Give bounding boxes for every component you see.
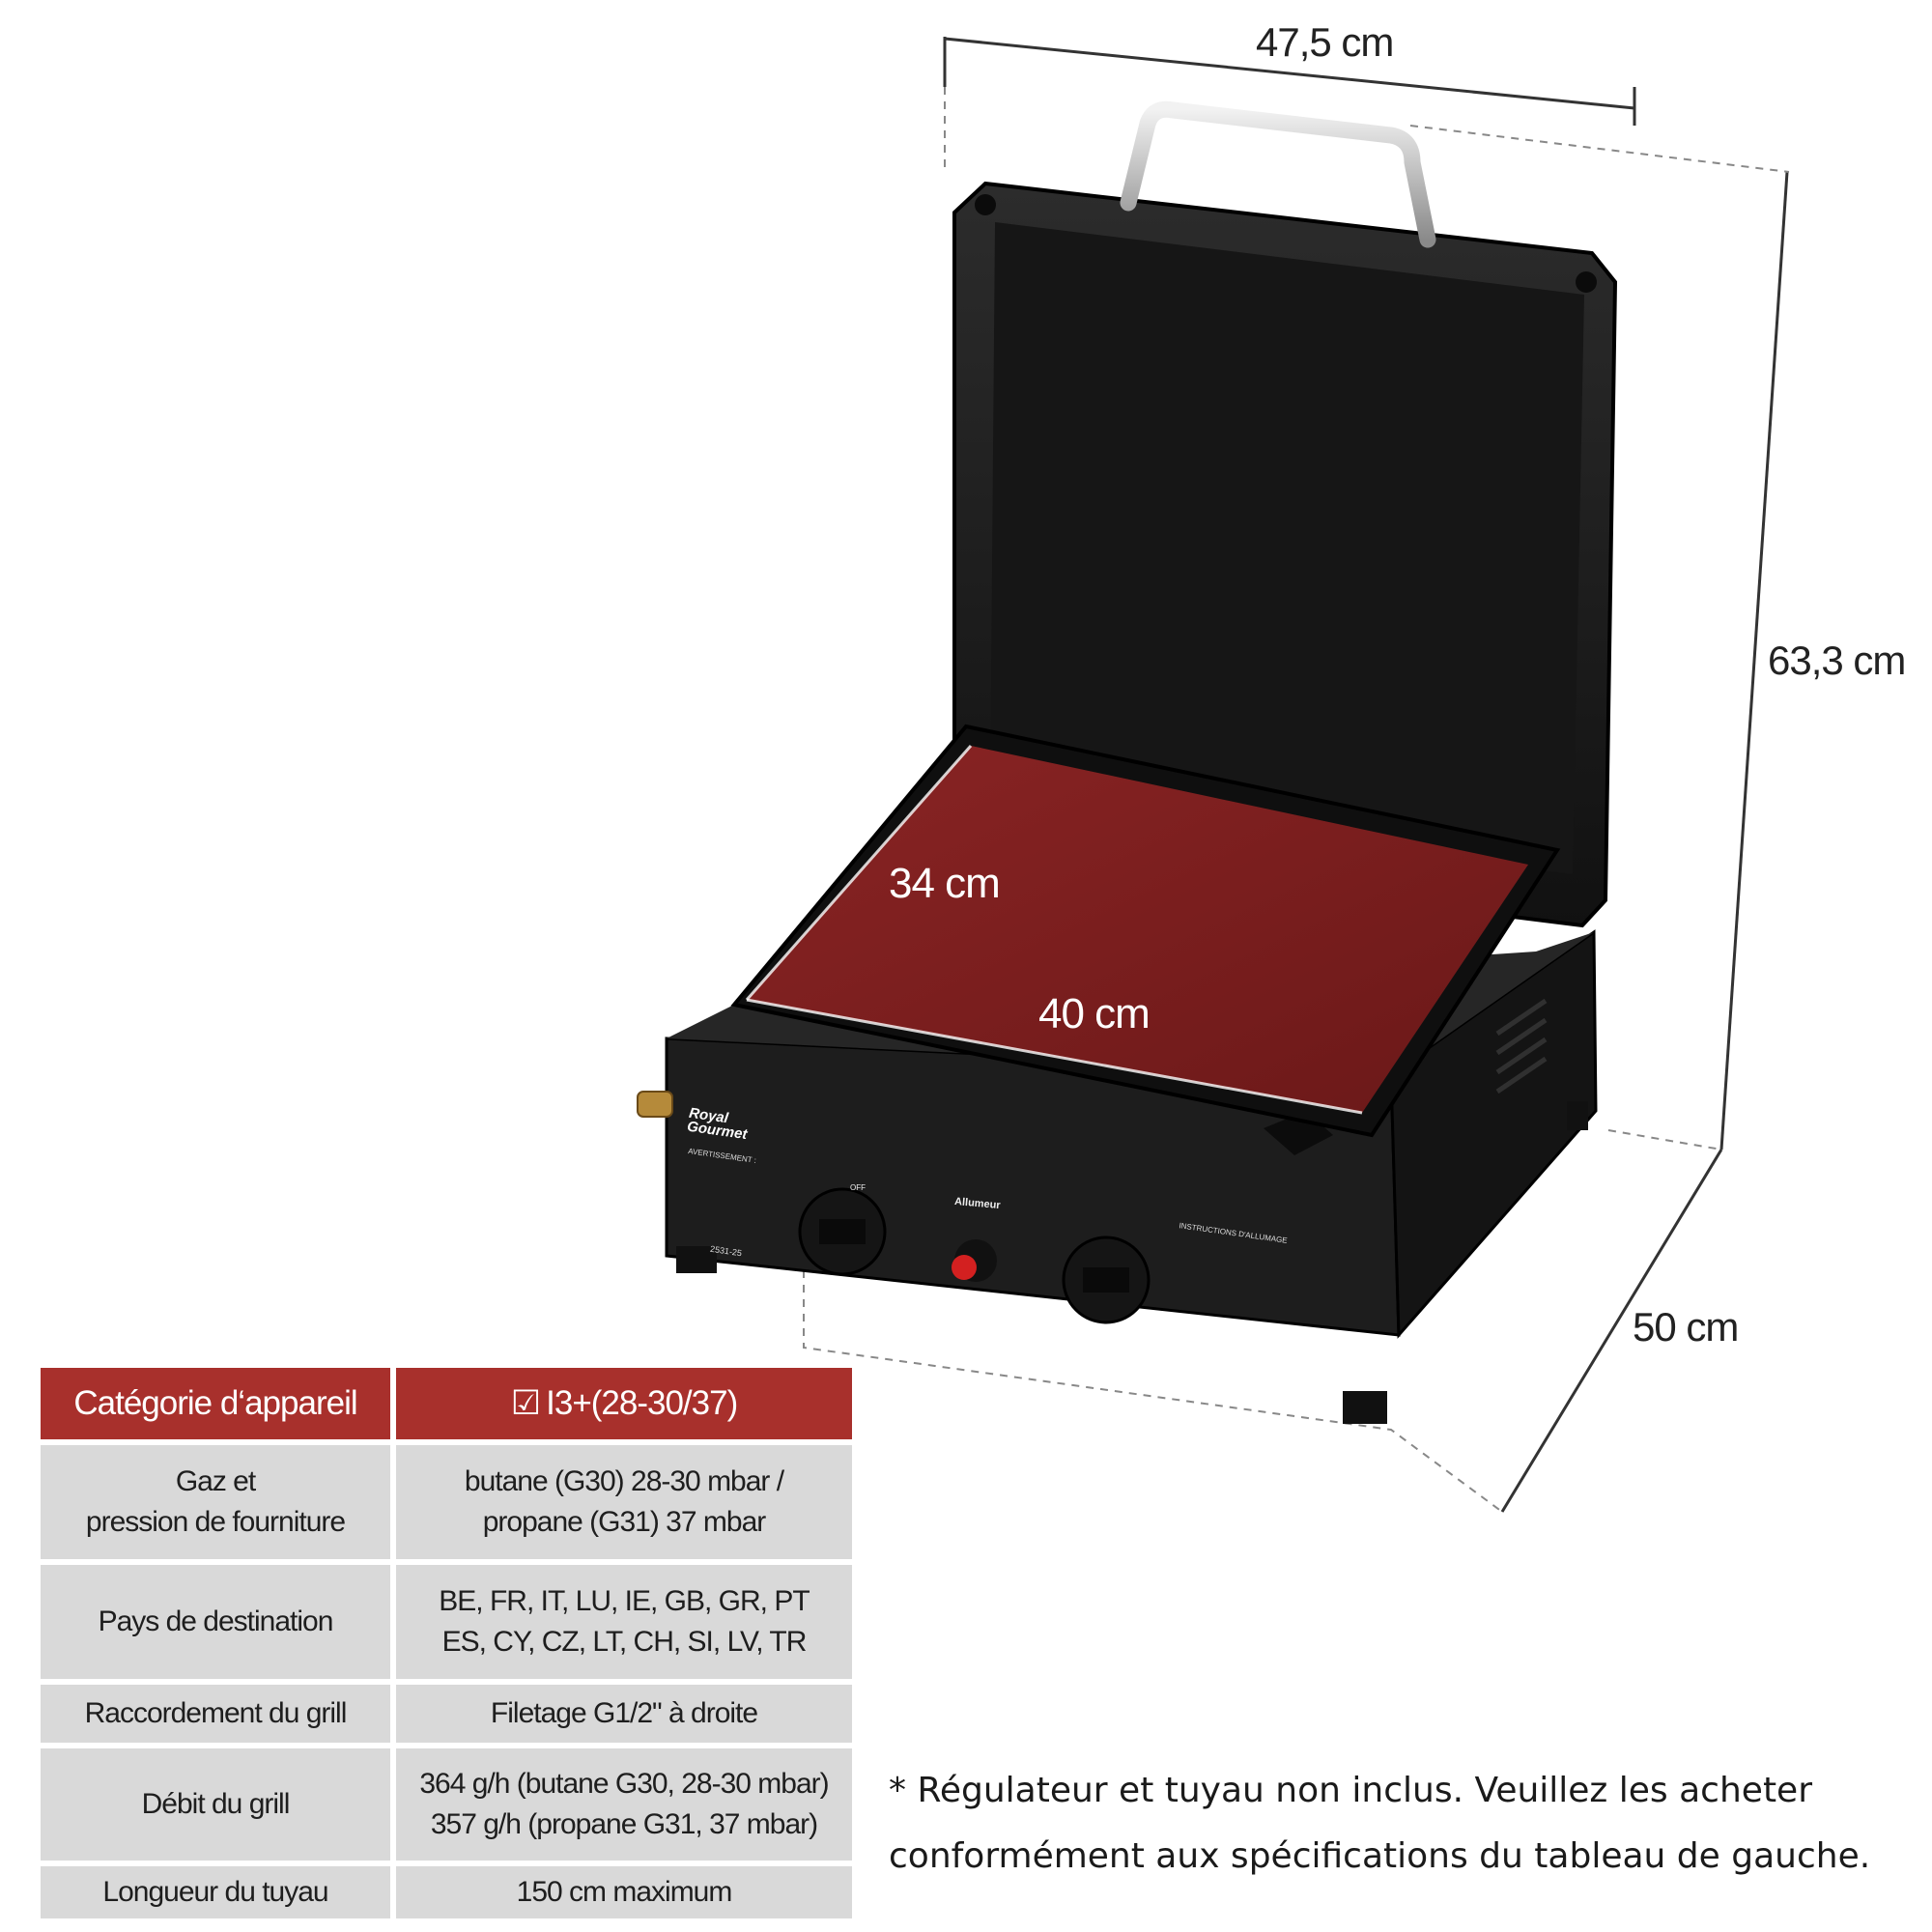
knob-off-label: OFF bbox=[850, 1183, 866, 1192]
plate-depth-label: 34 cm bbox=[889, 860, 1001, 907]
header-category-value: ☑I3+(28-30/37) bbox=[396, 1368, 852, 1439]
row-label-connection: Raccordement du grill bbox=[41, 1685, 390, 1743]
guide-lines bbox=[803, 87, 1790, 1513]
row-label-flow: Débit du grill bbox=[41, 1748, 390, 1861]
plate-width-label: 40 cm bbox=[1038, 990, 1151, 1037]
row-value-flow: 364 g/h (butane G30, 28-30 mbar) 357 g/h… bbox=[396, 1748, 852, 1861]
width-dimension-label: 47,5 cm bbox=[1256, 19, 1394, 65]
griddle-plate bbox=[730, 724, 1561, 1138]
category-value: I3+(28-30/37) bbox=[546, 1384, 738, 1422]
row-value-connection: Filetage G1/2" à droite bbox=[396, 1685, 852, 1743]
row-label-countries: Pays de destination bbox=[41, 1565, 390, 1679]
table-row: Longueur du tuyau 150 cm maximum bbox=[41, 1866, 852, 1918]
table-row: Débit du grill 364 g/h (butane G30, 28-3… bbox=[41, 1748, 852, 1861]
row-value-countries: BE, FR, IT, LU, IE, GB, GR, PT ES, CY, C… bbox=[396, 1565, 852, 1679]
regulator-footnote: * Régulateur et tuyau non inclus. Veuill… bbox=[889, 1771, 1871, 1876]
row-label-hose: Longueur du tuyau bbox=[41, 1866, 390, 1918]
table-row: Gaz et pression de fourniture butane (G3… bbox=[41, 1445, 852, 1559]
height-dimension-line bbox=[1719, 171, 1789, 1151]
checkbox-icon: ☑ bbox=[510, 1384, 541, 1422]
row-label-gas: Gaz et pression de fourniture bbox=[41, 1445, 390, 1559]
left-control-knob bbox=[798, 1187, 887, 1276]
table-row: Raccordement du grill Filetage G1/2" à d… bbox=[41, 1685, 852, 1743]
spec-table: Catégorie d‘appareil ☑I3+(28-30/37) Gaz … bbox=[35, 1362, 858, 1924]
right-control-knob bbox=[1062, 1236, 1151, 1324]
width-dimension-line bbox=[943, 37, 1636, 126]
igniter-button bbox=[952, 1239, 997, 1282]
spec-table-header: Catégorie d‘appareil ☑I3+(28-30/37) bbox=[41, 1368, 852, 1439]
row-value-hose: 150 cm maximum bbox=[396, 1866, 852, 1918]
row-value-gas: butane (G30) 28-30 mbar / propane (G31) … bbox=[396, 1445, 852, 1559]
depth-dimension-line bbox=[1500, 1149, 1723, 1513]
table-row: Pays de destination BE, FR, IT, LU, IE, … bbox=[41, 1565, 852, 1679]
header-appliance-category: Catégorie d‘appareil bbox=[41, 1368, 390, 1439]
depth-dimension-label: 50 cm bbox=[1633, 1304, 1739, 1350]
height-dimension-label: 63,3 cm bbox=[1768, 638, 1906, 683]
griddle-lid bbox=[952, 181, 1618, 928]
lid-handle bbox=[1120, 100, 1436, 248]
